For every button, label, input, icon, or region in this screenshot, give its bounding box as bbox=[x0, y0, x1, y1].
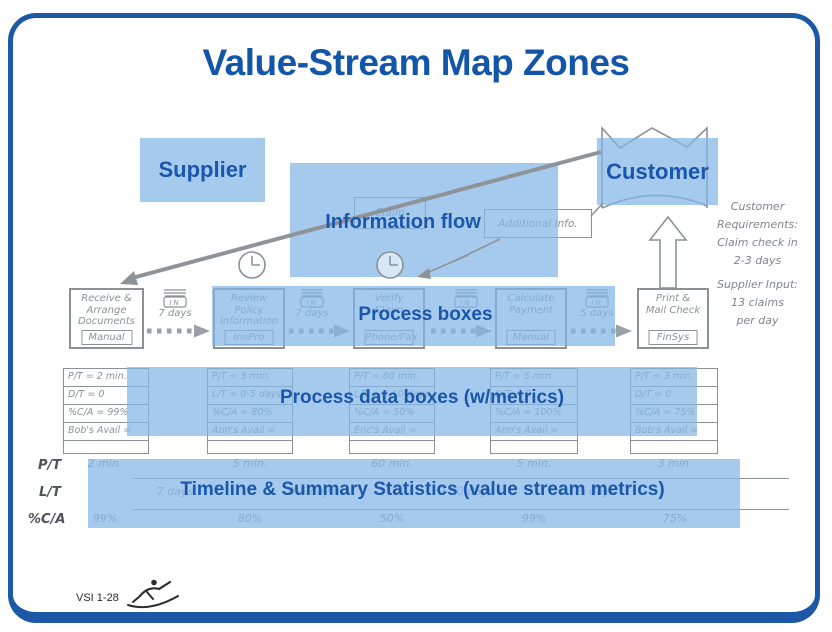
zone-label-text: Timeline & Summary Statistics (value str… bbox=[180, 479, 665, 500]
zone-label-text: Process boxes bbox=[358, 304, 493, 325]
vsi-logo bbox=[127, 579, 179, 609]
shipment-arrow-up-icon bbox=[648, 215, 688, 289]
zone-label-text: Information flow bbox=[325, 210, 481, 233]
svg-text:IN: IN bbox=[169, 299, 180, 307]
process-title: Receive & Arrange Documents bbox=[77, 293, 136, 327]
zone-label-text: Supplier bbox=[158, 157, 247, 182]
manual-info-arrow bbox=[120, 150, 602, 285]
data-row: Bob's Avail = 20% bbox=[64, 423, 148, 441]
timeline-row-label-ca: %C/A bbox=[28, 512, 66, 527]
customer-zone-highlight bbox=[597, 138, 718, 205]
zone-label-text: Customer bbox=[606, 158, 709, 184]
zone-label-customer: Customer bbox=[597, 138, 718, 205]
timeline-row-label-pt: P/T bbox=[38, 458, 62, 473]
zone-label-supplier: Supplier bbox=[140, 138, 265, 202]
process-system: FinSys bbox=[648, 330, 698, 345]
information-flow-zone-highlight bbox=[290, 163, 558, 277]
clock-icon bbox=[238, 251, 404, 279]
slide-number: VSI 1-28 bbox=[76, 592, 119, 604]
supplier-zone-highlight bbox=[140, 138, 265, 202]
timeline-row-label-lt: L/T bbox=[39, 485, 61, 500]
data-row: %C/A = 99% bbox=[64, 405, 148, 423]
zone-label-timeline: Timeline & Summary Statistics (value str… bbox=[155, 478, 690, 502]
inventory-days-label: 7 days bbox=[158, 308, 192, 319]
customer-requirements-note: Customer Requirements: Claim check in 2-… bbox=[717, 200, 798, 267]
data-row: D/T = 0 bbox=[64, 387, 148, 405]
page-title: Value-Stream Map Zones bbox=[202, 42, 630, 83]
process-box-print-mail: Print & Mail Check FinSys bbox=[637, 288, 709, 349]
supplier-input-note: Supplier Input: 13 claims per day bbox=[716, 278, 798, 327]
data-row: P/T = 2 min. bbox=[64, 369, 148, 387]
zone-label-information-flow: Information flow bbox=[293, 209, 513, 235]
process-box-receive: Receive & Arrange Documents Manual bbox=[69, 288, 144, 349]
timeline-zone-highlight bbox=[88, 459, 740, 528]
customer-info-line bbox=[590, 202, 604, 217]
process-system: Manual bbox=[80, 330, 133, 345]
zone-label-text: Process data boxes (w/metrics) bbox=[279, 387, 565, 408]
process-title: Print & Mail Check bbox=[645, 293, 701, 316]
electronic-info-arrow bbox=[417, 238, 501, 279]
process-data-zone-highlight bbox=[127, 367, 697, 436]
process-boxes-zone-highlight bbox=[212, 286, 615, 346]
zone-label-process-boxes: Process boxes bbox=[348, 303, 503, 327]
zone-label-process-data-boxes: Process data boxes (w/metrics) bbox=[262, 386, 582, 410]
